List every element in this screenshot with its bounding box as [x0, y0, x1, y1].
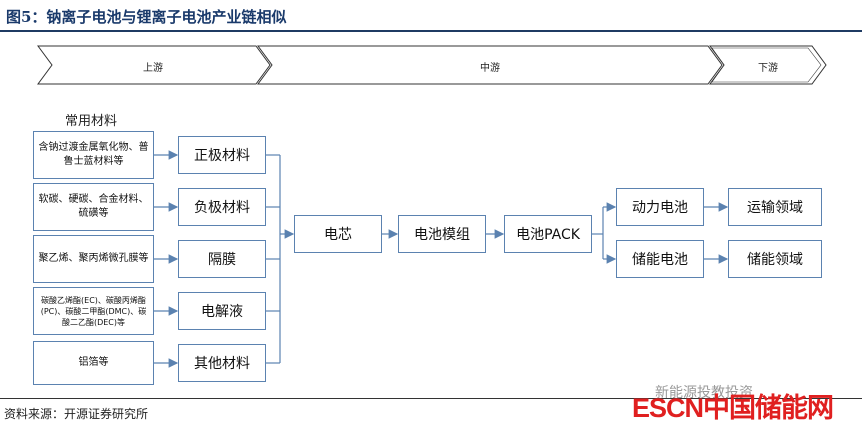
- material-separator: 聚乙烯、聚丙烯微孔膜等: [33, 235, 154, 283]
- stage-label-upstream: 上游: [143, 63, 163, 74]
- stage-label-midstream: 中游: [480, 63, 500, 74]
- app-storage-battery: 储能电池: [616, 240, 704, 278]
- category-anode: 负极材料: [178, 188, 266, 226]
- category-other: 其他材料: [178, 344, 266, 382]
- stage-chevron-midstream: [257, 45, 723, 85]
- logo-cn: 中国储能网: [703, 393, 834, 423]
- material-other: 铝箔等: [33, 341, 154, 385]
- watermark-text: 新能源投教投资: [655, 385, 753, 401]
- category-electrolyte: 电解液: [178, 292, 266, 330]
- app-transport-field: 运输领域: [728, 188, 822, 226]
- logo-latin: ESCN: [632, 393, 704, 423]
- material-electrolyte: 碳酸乙烯酯(EC)、碳酸丙烯酯(PC)、碳酸二甲酯(DMC)、碳酸二乙酯(DEC…: [33, 287, 154, 335]
- category-separator: 隔膜: [178, 240, 266, 278]
- materials-heading: 常用材料: [65, 114, 118, 129]
- source-note: 资料来源：开源证券研究所: [4, 407, 149, 421]
- app-storage-field: 储能领域: [728, 240, 822, 278]
- flow-module: 电池模组: [398, 215, 486, 253]
- figure-title: 图5：钠离子电池与锂离子电池产业链相似: [6, 8, 287, 26]
- category-cathode: 正极材料: [178, 136, 266, 174]
- stage-label-downstream: 下游: [758, 63, 778, 74]
- app-power-battery: 动力电池: [616, 188, 704, 226]
- stage-chevron-upstream: [37, 45, 271, 85]
- flow-pack: 电池PACK: [504, 215, 592, 253]
- flow-cell: 电芯: [294, 215, 382, 253]
- bottom-rule: [0, 398, 862, 399]
- material-anode: 软碳、硬碳、合金材料、硫磺等: [33, 183, 154, 231]
- top-rule: [0, 30, 862, 32]
- escn-logo: ESCN中国储能网: [632, 386, 834, 425]
- material-cathode: 含钠过渡金属氧化物、普鲁士蓝材料等: [33, 131, 154, 179]
